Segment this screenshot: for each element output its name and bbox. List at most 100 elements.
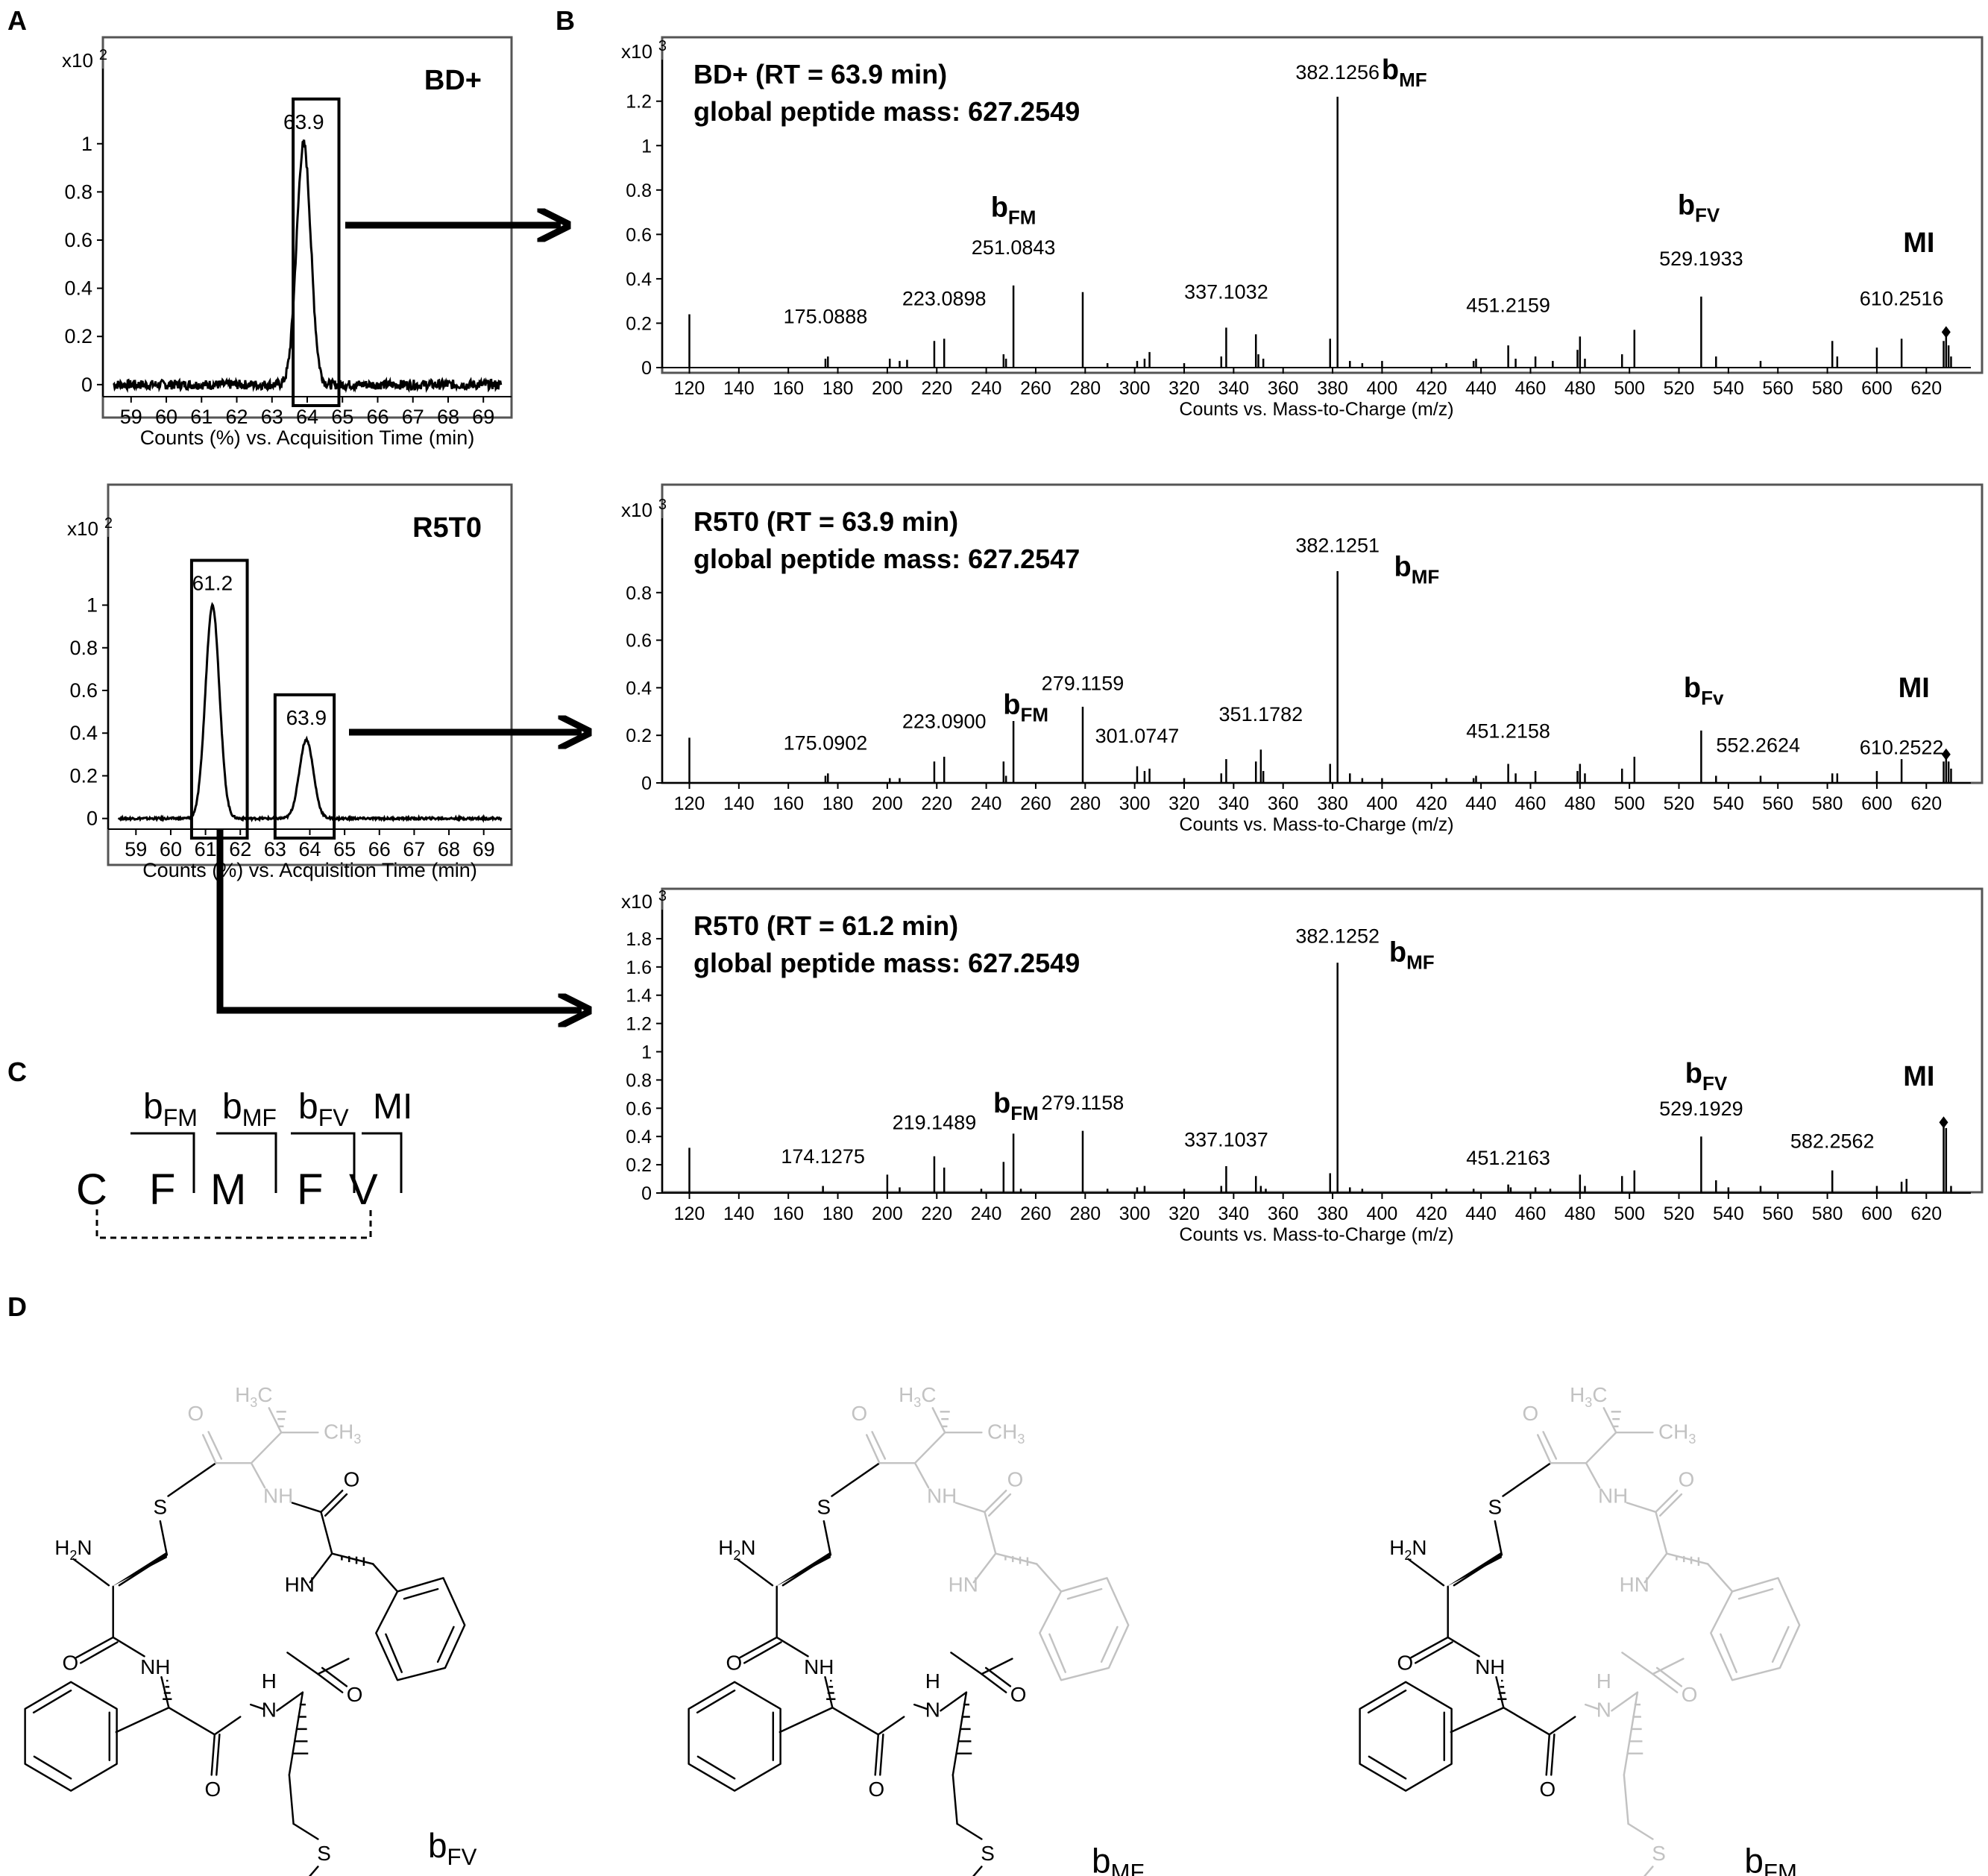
x-tick-label: 280 bbox=[1069, 793, 1101, 814]
x-tick-label: 120 bbox=[674, 793, 705, 814]
peak-box bbox=[273, 693, 336, 840]
x-tick-label: 320 bbox=[1168, 378, 1200, 399]
x-tick-label: 120 bbox=[674, 378, 705, 399]
x-tick-label: 300 bbox=[1119, 1203, 1151, 1224]
peak-mz-label: 610.2516 bbox=[1860, 288, 1944, 310]
x-tick-label: 140 bbox=[723, 1203, 755, 1224]
svg-text:O: O bbox=[1682, 1683, 1698, 1706]
x-tick-label: 540 bbox=[1713, 1203, 1744, 1224]
x-tick-label: 180 bbox=[822, 378, 854, 399]
residue-2: F bbox=[149, 1165, 175, 1214]
y-tick-label: 0.4 bbox=[626, 678, 652, 699]
x-tick-label: 620 bbox=[1910, 1203, 1942, 1224]
x-tick-label: 360 bbox=[1268, 378, 1299, 399]
x-tick-label: 380 bbox=[1317, 793, 1348, 814]
panel-label-b: B bbox=[556, 5, 575, 36]
x-tick-label: 600 bbox=[1861, 793, 1893, 814]
y-tick-label: 0.2 bbox=[64, 325, 92, 347]
y-tick-label: 0.4 bbox=[69, 722, 98, 744]
x-tick-label: 240 bbox=[971, 378, 1002, 399]
peak-mz-label: 175.0888 bbox=[784, 305, 868, 327]
ion-label: bFV bbox=[1685, 1058, 1728, 1095]
ion-label: bMF bbox=[1389, 937, 1435, 973]
y-tick-label: 0 bbox=[641, 1183, 652, 1204]
ion-label: bFV bbox=[1678, 190, 1720, 227]
y-tick-label: 1 bbox=[641, 136, 652, 157]
svg-text:O: O bbox=[869, 1778, 885, 1801]
y-tick-label: 0.6 bbox=[69, 679, 98, 702]
x-tick-label: 560 bbox=[1762, 378, 1793, 399]
x-tick-label: 65 bbox=[333, 838, 356, 860]
x-tick-label: 600 bbox=[1861, 378, 1893, 399]
ion-label: bFv bbox=[1684, 673, 1724, 709]
ion-label: bMF bbox=[1382, 54, 1427, 91]
sample-label: BD+ bbox=[424, 65, 482, 96]
x-tick-label: 140 bbox=[723, 793, 755, 814]
svg-text:S: S bbox=[317, 1842, 331, 1865]
x-tick-label: 220 bbox=[921, 793, 952, 814]
x-tick-label: 400 bbox=[1367, 793, 1398, 814]
y-tick-label: 0.4 bbox=[64, 277, 92, 300]
y-tick-label: 1 bbox=[81, 133, 92, 155]
svg-text:NH: NH bbox=[1598, 1485, 1628, 1508]
svg-text:S: S bbox=[154, 1495, 168, 1518]
x-axis-label: Counts vs. Mass-to-Charge (m/z) bbox=[1179, 399, 1453, 420]
peak-mz-label: 552.2624 bbox=[1716, 734, 1800, 757]
fragment-b-mf: bMF bbox=[222, 1087, 277, 1131]
structure-label-b-fv: bFV bbox=[428, 1826, 477, 1870]
x-tick-label: 200 bbox=[872, 378, 903, 399]
svg-text:O: O bbox=[1540, 1778, 1556, 1801]
x-tick-label: 67 bbox=[403, 838, 425, 860]
x-tick-label: 500 bbox=[1614, 1203, 1645, 1224]
svg-text:N: N bbox=[262, 1699, 277, 1722]
panel-label-c: C bbox=[7, 1057, 27, 1087]
peak-arrows bbox=[216, 225, 582, 1010]
svg-text:O: O bbox=[188, 1402, 204, 1425]
peak-mz-label: 301.0747 bbox=[1095, 725, 1180, 747]
x-tick-label: 520 bbox=[1664, 1203, 1695, 1224]
x-tick-label: 580 bbox=[1812, 1203, 1843, 1224]
y-tick-label: 0 bbox=[81, 374, 92, 396]
x-tick-label: 400 bbox=[1367, 1203, 1398, 1224]
svg-text:H: H bbox=[925, 1669, 940, 1693]
x-tick-label: 380 bbox=[1317, 378, 1348, 399]
y-tick-label: 0.8 bbox=[64, 180, 92, 203]
y-tick-label: 1.6 bbox=[626, 957, 652, 978]
x-tick-label: 560 bbox=[1762, 793, 1793, 814]
x-tick-label: 63 bbox=[264, 838, 286, 860]
x-tick-label: 540 bbox=[1713, 378, 1744, 399]
svg-text:O: O bbox=[1010, 1683, 1027, 1706]
x-tick-label: 420 bbox=[1416, 1203, 1447, 1224]
svg-text:CH3: CH3 bbox=[324, 1420, 361, 1447]
x-tick-label: 620 bbox=[1910, 793, 1942, 814]
x-tick-label: 65 bbox=[331, 406, 353, 428]
x-axis-label: Counts (%) vs. Acquisition Time (min) bbox=[142, 859, 477, 881]
structure-label-b-mf: bMF bbox=[1092, 1842, 1145, 1876]
peak-mz-label: 337.1037 bbox=[1184, 1128, 1268, 1151]
x-tick-label: 580 bbox=[1812, 378, 1843, 399]
x-tick-label: 320 bbox=[1168, 1203, 1200, 1224]
ion-label: MI bbox=[1899, 673, 1930, 704]
x-tick-label: 340 bbox=[1218, 1203, 1250, 1224]
structure-label-b-fm: bFM bbox=[1744, 1842, 1797, 1876]
x-tick-label: 420 bbox=[1416, 378, 1447, 399]
y-tick-label: 0.6 bbox=[626, 1098, 652, 1119]
y-tick-label: 0.6 bbox=[64, 229, 92, 251]
x-tick-label: 600 bbox=[1861, 1203, 1893, 1224]
peak-mz-label: 451.2158 bbox=[1466, 720, 1550, 742]
svg-text:HN: HN bbox=[285, 1573, 315, 1596]
ion-label: bFM bbox=[1003, 689, 1048, 725]
y-tick-label: 0.4 bbox=[626, 269, 652, 290]
y-tick-label: 1.8 bbox=[626, 929, 652, 950]
x-tick-label: 440 bbox=[1465, 378, 1497, 399]
peak-mz-label: 610.2522 bbox=[1860, 737, 1944, 759]
x-tick-label: 63 bbox=[261, 406, 283, 428]
x-tick-label: 260 bbox=[1020, 378, 1051, 399]
x-tick-label: 480 bbox=[1564, 1203, 1596, 1224]
x-tick-label: 280 bbox=[1069, 378, 1101, 399]
peak-rt-label: 63.9 bbox=[283, 110, 324, 133]
